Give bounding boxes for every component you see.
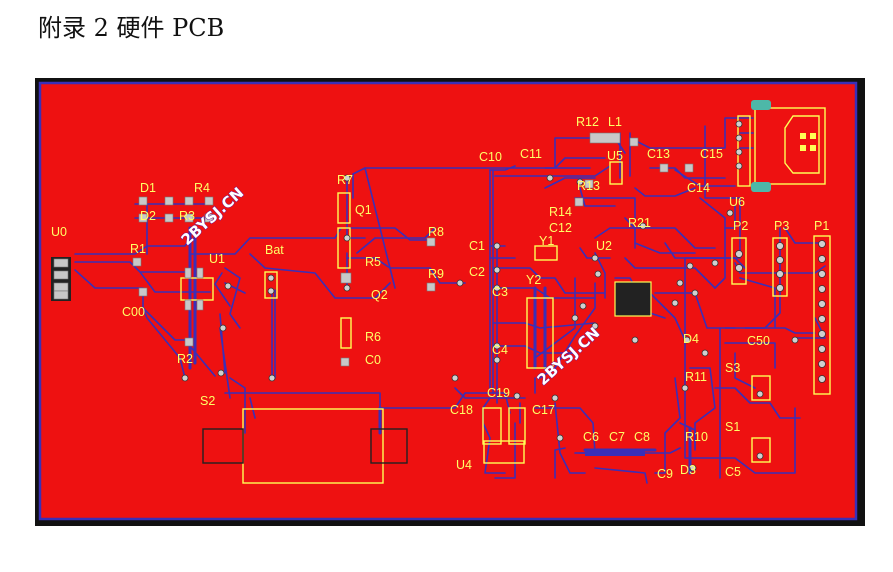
label-p2: P2 [733,219,748,233]
label-y2: Y2 [526,273,541,287]
label-c10: C10 [479,150,502,164]
label-c7: C7 [609,430,625,444]
label-y1: Y1 [539,234,554,248]
label-c6: C6 [583,430,599,444]
label-u4: U4 [456,458,472,472]
silkscreen [51,100,831,484]
label-r21: R21 [628,216,651,230]
bat-footprint [264,271,278,299]
label-p1: P1 [814,219,829,233]
label-r1: R1 [130,242,146,256]
y1-crystal [534,245,558,261]
label-c8: C8 [634,430,650,444]
label-u6: U6 [729,195,745,209]
label-u0: U0 [51,225,67,239]
label-c12: C12 [549,221,572,235]
label-r4: R4 [194,181,210,195]
s3-switch [751,375,771,401]
label-c13: C13 [647,147,670,161]
label-d1: D1 [140,181,156,195]
y2-crystal [526,297,554,369]
label-c0: C0 [365,353,381,367]
pcb-layout: U0 D1 D2 R4 R3 R1 U1 C00 R2 S2 Bat R7 Q1… [35,78,865,526]
u6-usb [754,107,826,185]
label-c00: C00 [122,305,145,319]
label-r2: R2 [177,352,193,366]
label-r9: R9 [428,267,444,281]
label-c19: C19 [487,386,510,400]
label-s1: S1 [725,420,740,434]
label-r11: R11 [685,370,707,384]
label-d2: D2 [140,209,156,223]
label-c15: C15 [700,147,723,161]
label-r7: R7 [337,173,353,187]
label-r12: R12 [576,115,599,129]
label-bat: Bat [265,243,284,257]
label-c14: C14 [687,181,710,195]
label-r13: R13 [577,179,600,193]
traces [74,117,826,484]
label-c2: C2 [469,265,485,279]
p1-header [813,235,831,395]
copper-pour [38,81,858,521]
label-c11: C11 [520,147,542,161]
label-c1: C1 [469,239,485,253]
label-r6: R6 [365,330,381,344]
label-q2: Q2 [371,288,388,302]
label-c50: C50 [747,334,770,348]
p3-header [772,237,788,297]
label-p3: P3 [774,219,789,233]
label-c18: C18 [450,403,473,417]
label-s3: S3 [725,361,740,375]
label-q1: Q1 [355,203,372,217]
component-labels: U0 D1 D2 R4 R3 R1 U1 C00 R2 S2 Bat R7 Q1… [51,115,829,481]
label-c9: C9 [657,467,673,481]
label-r14: R14 [549,205,572,219]
label-c3: C3 [492,285,508,299]
label-d3: D3 [680,463,696,477]
label-c4: C4 [492,343,508,357]
label-r8: R8 [428,225,444,239]
label-u5: U5 [607,149,623,163]
label-r10: R10 [685,430,708,444]
u4-footprint [483,440,525,464]
label-d4: D4 [683,332,699,346]
label-s2: S2 [200,394,215,408]
u2-chip [614,281,652,317]
label-u1: U1 [209,252,225,266]
label-l1: L1 [608,115,622,129]
s1-switch [751,437,771,463]
p2-header [731,237,747,285]
page-title: 附录 2 硬件 PCB [38,14,225,42]
label-c5: C5 [725,465,741,479]
label-r3: R3 [179,209,195,223]
label-r5: R5 [365,255,381,269]
label-u2: U2 [596,239,612,253]
vias [181,120,826,472]
label-c17: C17 [532,403,555,417]
